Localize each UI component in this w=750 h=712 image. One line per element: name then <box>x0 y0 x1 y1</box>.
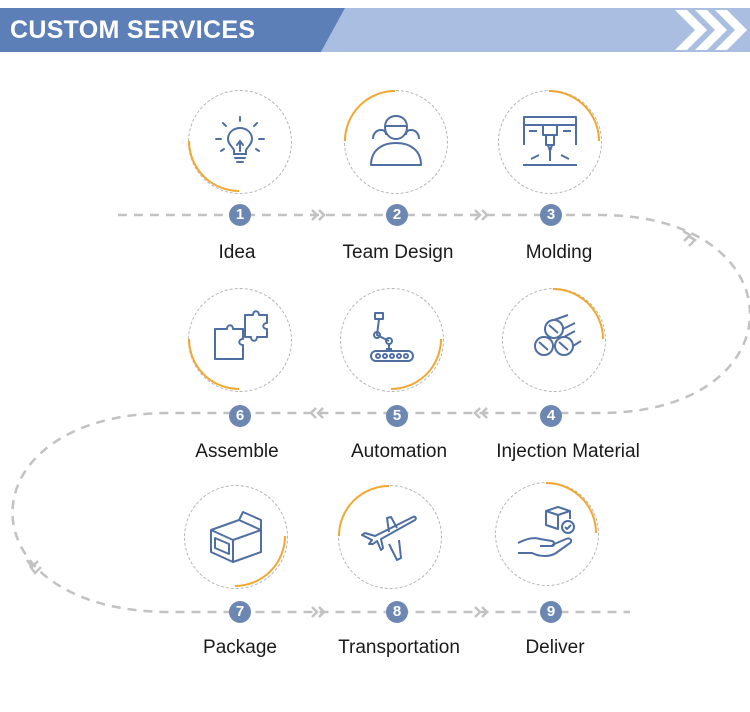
highlight-arc <box>188 338 240 390</box>
step-9-circle <box>495 482 599 586</box>
molding-machine-icon <box>523 116 577 166</box>
step-2-badge: 2 <box>386 204 408 226</box>
highlight-arc <box>234 535 286 587</box>
chevrons-right-icon <box>675 10 747 50</box>
step-7-label: Package <box>203 637 277 658</box>
highlight-arc <box>545 482 597 534</box>
step-6-badge: 6 <box>229 405 251 427</box>
highlight-arc <box>552 288 604 340</box>
deliver-hand-icon <box>517 506 575 557</box>
step-5-badge: 5 <box>386 405 408 427</box>
step-7-circle <box>184 485 288 589</box>
step-6-label: Assemble <box>195 441 279 462</box>
header-bar: CUSTOM SERVICES <box>0 8 750 52</box>
puzzle-icon <box>214 310 268 360</box>
step-8-circle <box>338 485 442 589</box>
highlight-arc <box>390 338 442 390</box>
robot-arm-icon <box>370 312 414 362</box>
lightbulb-icon <box>215 116 265 163</box>
highlight-arc <box>188 140 240 192</box>
header-title-box: CUSTOM SERVICES <box>0 8 345 52</box>
page-title: CUSTOM SERVICES <box>10 16 256 44</box>
step-3-badge: 3 <box>540 204 562 226</box>
highlight-arc <box>338 485 390 537</box>
step-9-badge: 9 <box>540 601 562 623</box>
step-2-circle <box>344 90 448 194</box>
step-4-badge: 4 <box>540 405 562 427</box>
team-icon <box>370 115 422 166</box>
airplane-icon <box>361 515 417 561</box>
step-9-label: Deliver <box>525 637 585 658</box>
step-1-label: Idea <box>218 242 256 263</box>
package-box-icon <box>210 511 262 563</box>
highlight-arc <box>548 90 600 142</box>
step-6-circle <box>188 288 292 392</box>
step-2-label: Team Design <box>342 242 454 263</box>
step-8-badge: 8 <box>386 601 408 623</box>
step-7-badge: 7 <box>229 601 251 623</box>
step-4-circle <box>502 288 606 392</box>
material-rods-icon <box>534 314 582 356</box>
step-3-label: Molding <box>525 242 593 263</box>
step-1-circle <box>188 90 292 194</box>
step-1-badge: 1 <box>229 204 251 226</box>
step-8-label: Transportation <box>338 637 460 658</box>
step-3-circle <box>498 90 602 194</box>
step-4-label: Injection Material <box>496 441 640 462</box>
highlight-arc <box>344 90 396 142</box>
step-5-circle <box>340 288 444 392</box>
step-5-label: Automation <box>350 441 448 462</box>
